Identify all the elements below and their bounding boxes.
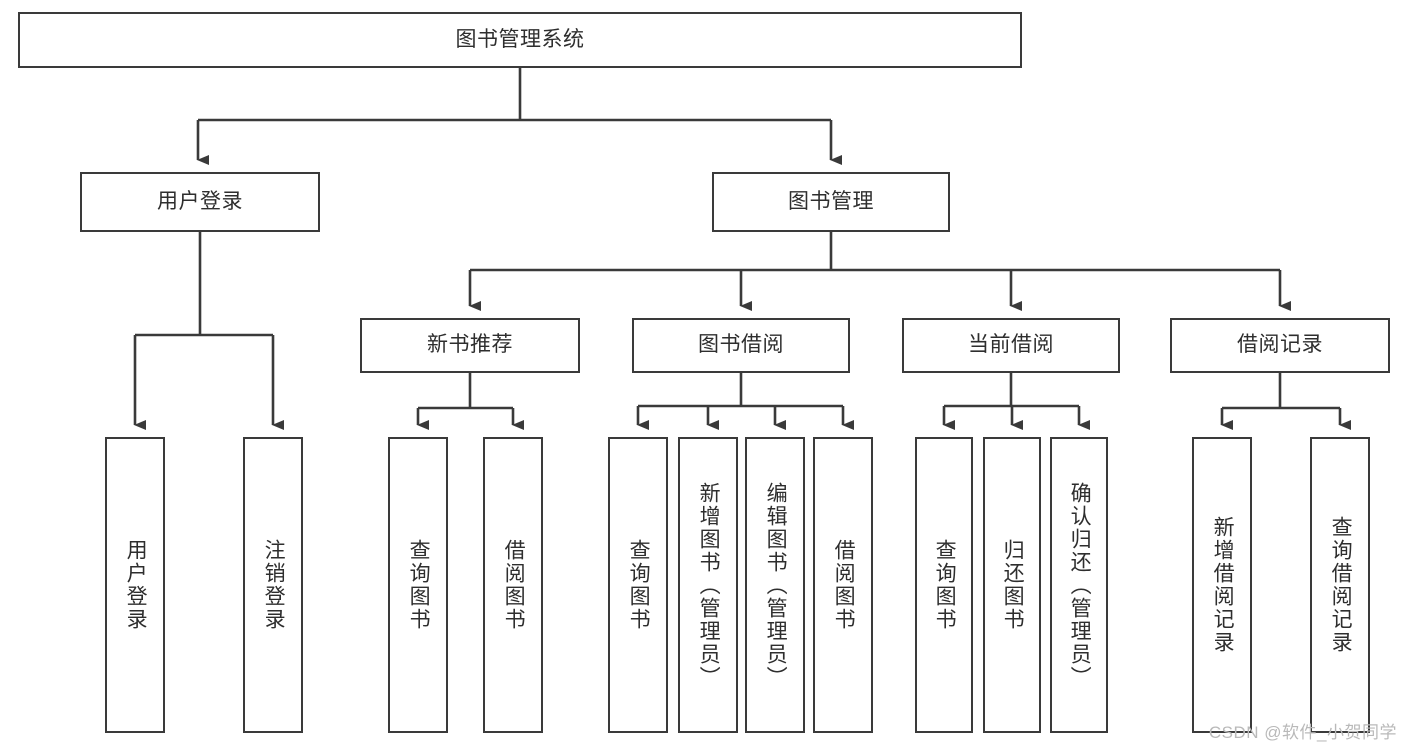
node-leaf-borrow-book-1-label: 借阅图书 — [502, 539, 526, 631]
node-leaf-query-book-2-label: 查询图书 — [627, 539, 651, 631]
node-leaf-query-record[interactable]: 查询借阅记录 — [1310, 437, 1370, 733]
node-root[interactable]: 图书管理系统 — [18, 12, 1022, 68]
node-root-label: 图书管理系统 — [455, 27, 585, 51]
node-new-book-rec[interactable]: 新书推荐 — [360, 318, 580, 373]
node-leaf-query-book-3-label: 查询图书 — [933, 539, 957, 631]
node-borrow-record[interactable]: 借阅记录 — [1170, 318, 1390, 373]
node-leaf-logout[interactable]: 注销登录 — [243, 437, 303, 733]
node-leaf-edit-book-label: 编辑图书（管理员） — [764, 481, 788, 689]
node-new-book-rec-label: 新书推荐 — [427, 333, 513, 357]
node-leaf-user-login[interactable]: 用户登录 — [105, 437, 165, 733]
watermark-text: CSDN @软件_小贺同学 — [1208, 723, 1397, 742]
node-current-borrow-label: 当前借阅 — [968, 333, 1054, 357]
node-leaf-add-record[interactable]: 新增借阅记录 — [1192, 437, 1252, 733]
node-leaf-logout-label: 注销登录 — [262, 539, 286, 631]
node-book-manage-label: 图书管理 — [788, 189, 874, 213]
node-current-borrow[interactable]: 当前借阅 — [902, 318, 1120, 373]
node-leaf-query-book-3[interactable]: 查询图书 — [915, 437, 973, 733]
node-book-manage[interactable]: 图书管理 — [712, 172, 950, 232]
node-leaf-query-record-label: 查询借阅记录 — [1329, 516, 1353, 654]
node-leaf-confirm-return[interactable]: 确认归还（管理员） — [1050, 437, 1108, 733]
node-borrow-record-label: 借阅记录 — [1237, 333, 1323, 357]
node-leaf-add-book-label: 新增图书（管理员） — [697, 481, 721, 689]
node-leaf-borrow-book-2[interactable]: 借阅图书 — [813, 437, 873, 733]
node-leaf-user-login-label: 用户登录 — [124, 539, 148, 631]
node-leaf-query-book-1-label: 查询图书 — [407, 539, 431, 631]
node-leaf-return-book-label: 归还图书 — [1001, 539, 1025, 631]
node-user-login-label: 用户登录 — [157, 189, 243, 213]
node-leaf-query-book-2[interactable]: 查询图书 — [608, 437, 668, 733]
node-leaf-add-record-label: 新增借阅记录 — [1211, 516, 1235, 654]
node-user-login[interactable]: 用户登录 — [80, 172, 320, 232]
node-leaf-return-book[interactable]: 归还图书 — [983, 437, 1041, 733]
node-leaf-borrow-book-1[interactable]: 借阅图书 — [483, 437, 543, 733]
node-leaf-confirm-return-label: 确认归还（管理员） — [1068, 481, 1092, 689]
node-book-borrow[interactable]: 图书借阅 — [632, 318, 850, 373]
node-leaf-edit-book[interactable]: 编辑图书（管理员） — [745, 437, 805, 733]
node-book-borrow-label: 图书借阅 — [698, 333, 784, 357]
node-leaf-add-book[interactable]: 新增图书（管理员） — [678, 437, 738, 733]
node-leaf-query-book-1[interactable]: 查询图书 — [388, 437, 448, 733]
node-leaf-borrow-book-2-label: 借阅图书 — [832, 539, 856, 631]
